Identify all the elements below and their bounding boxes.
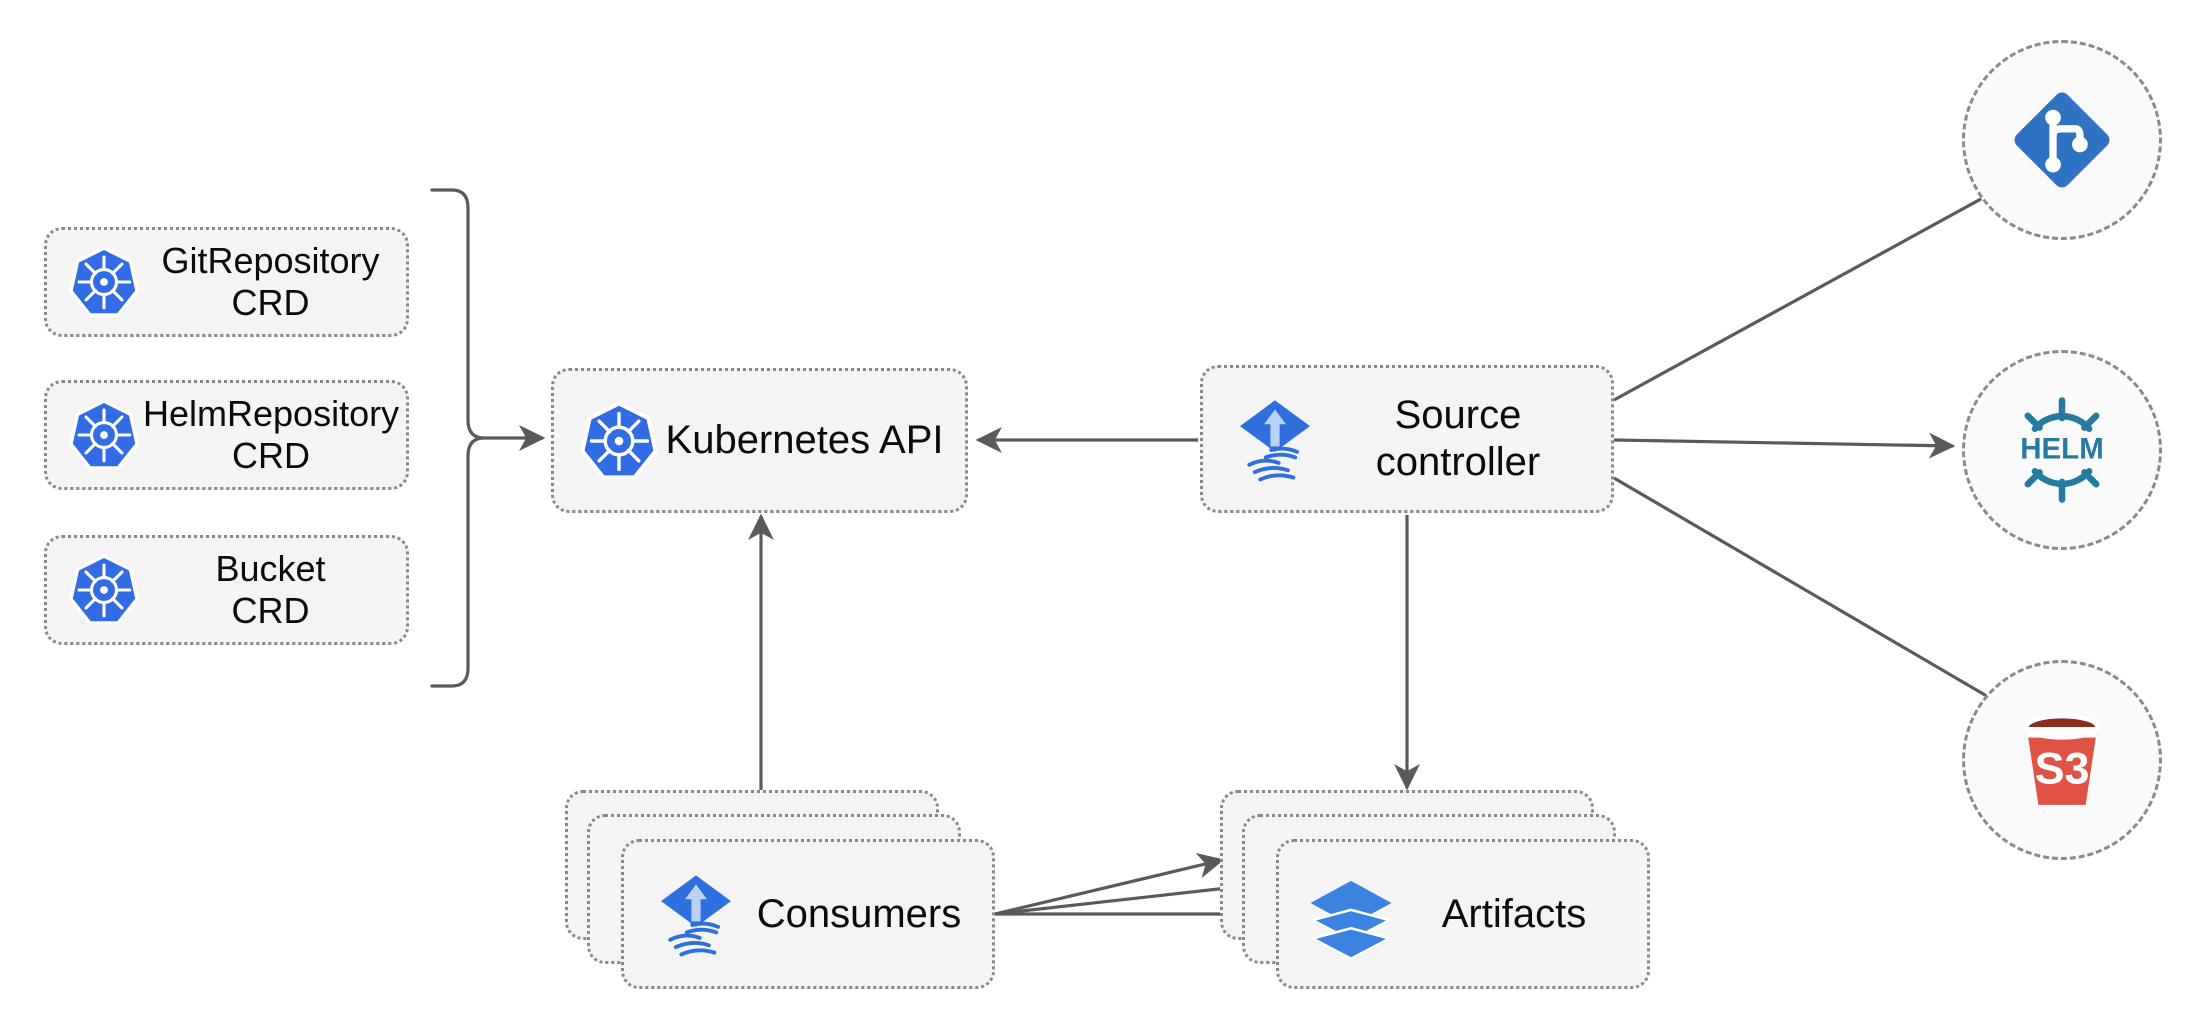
flux-icon [1229, 393, 1321, 485]
consumers-card-front[interactable]: Consumers [621, 839, 995, 989]
node-label: Bucket CRD [215, 547, 326, 631]
s3-label: S3 [2035, 743, 2090, 794]
edge-source-controller-to-s3 [1613, 476, 2041, 728]
node-source-controller[interactable]: Source controller [1200, 365, 1614, 513]
node-label: Source controller [1375, 393, 1541, 484]
node-label: Kubernetes API [665, 418, 944, 463]
flux-icon [650, 868, 742, 960]
edge-consumers-to-artifacts-back [994, 852, 1225, 916]
kubernetes-icon [65, 396, 143, 474]
helm-icon: HELM [2003, 391, 2121, 509]
node-label: GitRepository CRD [161, 239, 380, 323]
node-label: Consumers [756, 891, 962, 936]
kubernetes-icon [576, 398, 662, 484]
kubernetes-icon [65, 243, 143, 321]
helm-label: HELM [2020, 432, 2104, 465]
s3-bucket-icon: S3 [2003, 701, 2121, 819]
edge-source-controller-to-helm [1613, 432, 1956, 459]
edge-consumers-to-artifacts-mid [994, 875, 1248, 916]
node-bucket-crd[interactable]: Bucket CRD [44, 535, 409, 645]
artifacts-card-front[interactable]: Artifacts [1276, 839, 1650, 989]
node-artifacts[interactable]: Artifacts [1220, 790, 1650, 1010]
node-label: HelmRepository CRD [143, 392, 400, 476]
crd-group-brace [430, 188, 486, 688]
node-git-source[interactable] [1962, 40, 2162, 240]
git-icon [2006, 84, 2118, 196]
node-label: Artifacts [1441, 891, 1587, 936]
node-kubernetes-api[interactable]: Kubernetes API [551, 368, 968, 513]
node-gitrepository-crd[interactable]: GitRepository CRD [44, 227, 409, 337]
edge-source-controller-to-git [1613, 163, 2046, 402]
kubernetes-icon [65, 551, 143, 629]
layers-icon [1305, 868, 1397, 960]
node-helmrepository-crd[interactable]: HelmRepository CRD [44, 380, 409, 490]
node-s3-source[interactable]: S3 [1962, 660, 2162, 860]
node-consumers[interactable]: Consumers [565, 790, 995, 1010]
node-helm-source[interactable]: HELM [1962, 350, 2162, 550]
